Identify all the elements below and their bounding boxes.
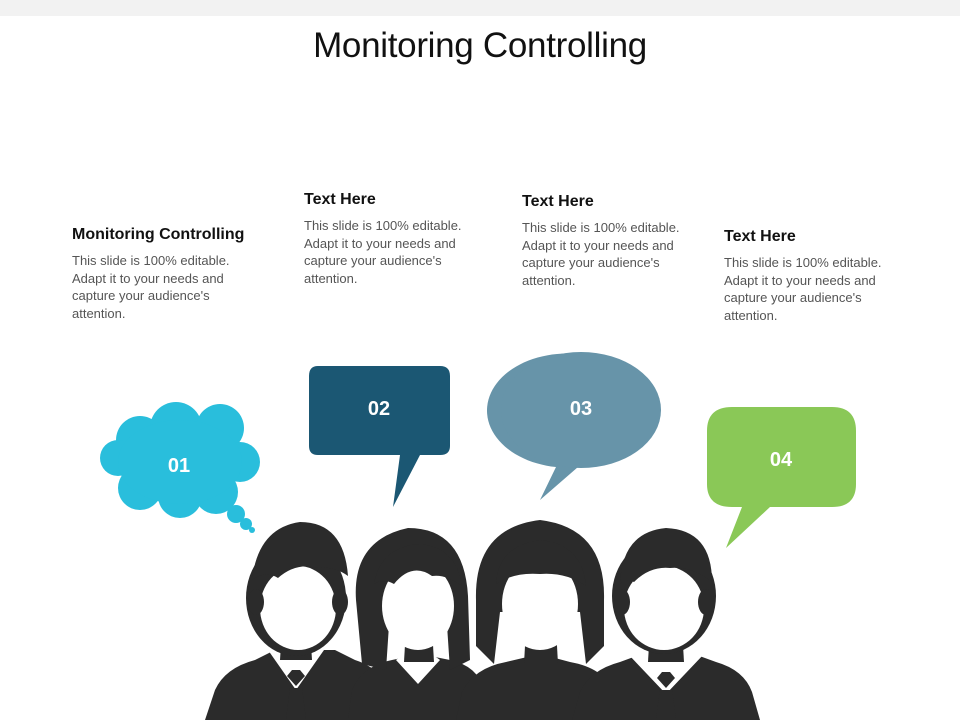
text-block-1: Monitoring Controlling This slide is 100… [72, 226, 262, 322]
person-man-right [572, 528, 760, 720]
thought-cloud-bubble [100, 402, 260, 533]
top-band [0, 0, 960, 16]
bubble-number-02: 02 [368, 398, 390, 420]
person-woman-left [348, 528, 488, 720]
text-block-body: This slide is 100% editable. Adapt it to… [522, 220, 680, 288]
bubble-number-01: 01 [168, 455, 190, 477]
text-block-body: This slide is 100% editable. Adapt it to… [304, 218, 462, 286]
text-block-heading: Text Here [724, 228, 796, 245]
bubble-number-03: 03 [570, 398, 592, 420]
person-man-left [205, 522, 398, 720]
rounded-callout-bubble [707, 407, 856, 548]
rectangle-callout-bubble [309, 366, 450, 507]
oval-callout-body [501, 352, 661, 468]
text-block-3: Text Here This slide is 100% editable. A… [522, 193, 692, 289]
text-block-4: Text Here This slide is 100% editable. A… [724, 228, 904, 324]
text-block-2: Text Here This slide is 100% editable. A… [304, 191, 474, 287]
text-block-body: This slide is 100% editable. Adapt it to… [724, 255, 882, 323]
text-block-heading: Text Here [304, 191, 376, 208]
slide-title: Monitoring Controlling [313, 26, 647, 65]
text-block-heading: Monitoring Controlling [72, 226, 245, 243]
text-block-heading: Text Here [522, 193, 594, 210]
text-block-body: This slide is 100% editable. Adapt it to… [72, 253, 230, 321]
people-group [205, 520, 760, 720]
bubble-number-04: 04 [770, 449, 793, 471]
